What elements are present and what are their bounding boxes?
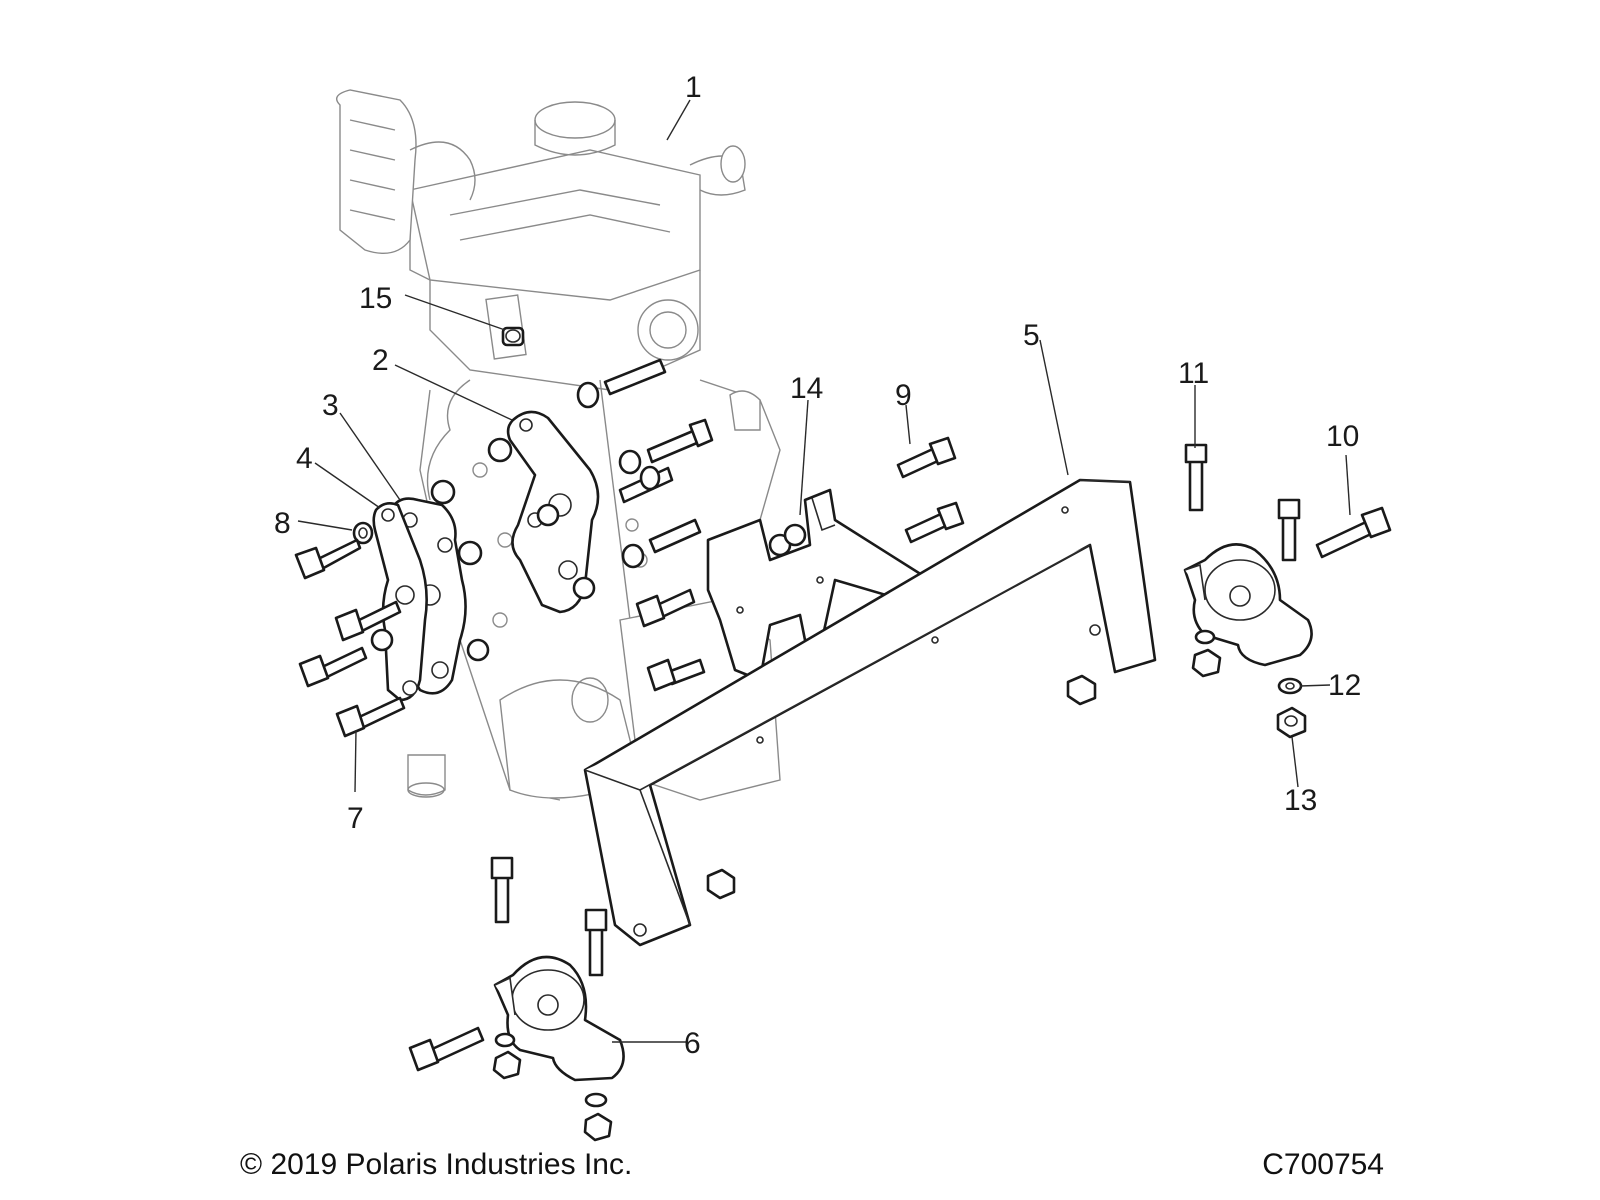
copyright-text: © 2019 Polaris Industries Inc. xyxy=(240,1148,633,1181)
engine-mount-left xyxy=(408,856,625,1142)
callout-11: 11 xyxy=(1178,357,1209,390)
callout-7: 7 xyxy=(347,802,364,835)
crossmember-5 xyxy=(583,478,1157,947)
figure-code: C700754 xyxy=(1262,1148,1384,1181)
leader-5 xyxy=(1039,339,1069,476)
bolts-9 xyxy=(896,436,965,544)
nut-crossmember xyxy=(706,674,1097,900)
plate-4 xyxy=(372,502,428,702)
leader-13 xyxy=(1291,736,1299,788)
callout-5: 5 xyxy=(1023,319,1040,352)
callout-4: 4 xyxy=(296,442,313,475)
leader-1 xyxy=(666,99,691,141)
bolts-right xyxy=(1184,443,1392,562)
leader-lines xyxy=(297,99,1351,1043)
callout-3: 3 xyxy=(322,389,339,422)
leader-15 xyxy=(404,294,506,331)
washer-12 xyxy=(1277,677,1303,695)
callout-12: 12 xyxy=(1328,669,1361,702)
leader-4 xyxy=(314,462,381,509)
leader-9 xyxy=(905,404,911,445)
leader-14 xyxy=(799,399,809,516)
spacers xyxy=(370,437,596,662)
bolts-left xyxy=(294,358,714,738)
leader-2 xyxy=(394,364,513,421)
callout-6: 6 xyxy=(684,1027,701,1060)
stud-15 xyxy=(501,326,525,347)
callout-15: 15 xyxy=(359,282,392,315)
callout-9: 9 xyxy=(895,379,912,412)
callout-14: 14 xyxy=(790,372,823,405)
leader-8 xyxy=(297,520,353,531)
callout-labels: 1 2 3 4 5 6 7 8 9 10 11 12 13 14 15 xyxy=(274,71,1361,1060)
leader-7 xyxy=(354,729,357,793)
nut-13 xyxy=(1276,706,1307,739)
leader-3 xyxy=(339,412,401,501)
callout-13: 13 xyxy=(1284,784,1317,817)
leader-10 xyxy=(1345,454,1351,516)
leader-12 xyxy=(1299,684,1331,687)
bracket-14 xyxy=(706,488,932,682)
callout-1: 1 xyxy=(685,71,702,104)
callout-10: 10 xyxy=(1326,420,1359,453)
callout-8: 8 xyxy=(274,507,291,540)
engine-mount-right xyxy=(1183,543,1313,678)
callout-2: 2 xyxy=(372,344,389,377)
